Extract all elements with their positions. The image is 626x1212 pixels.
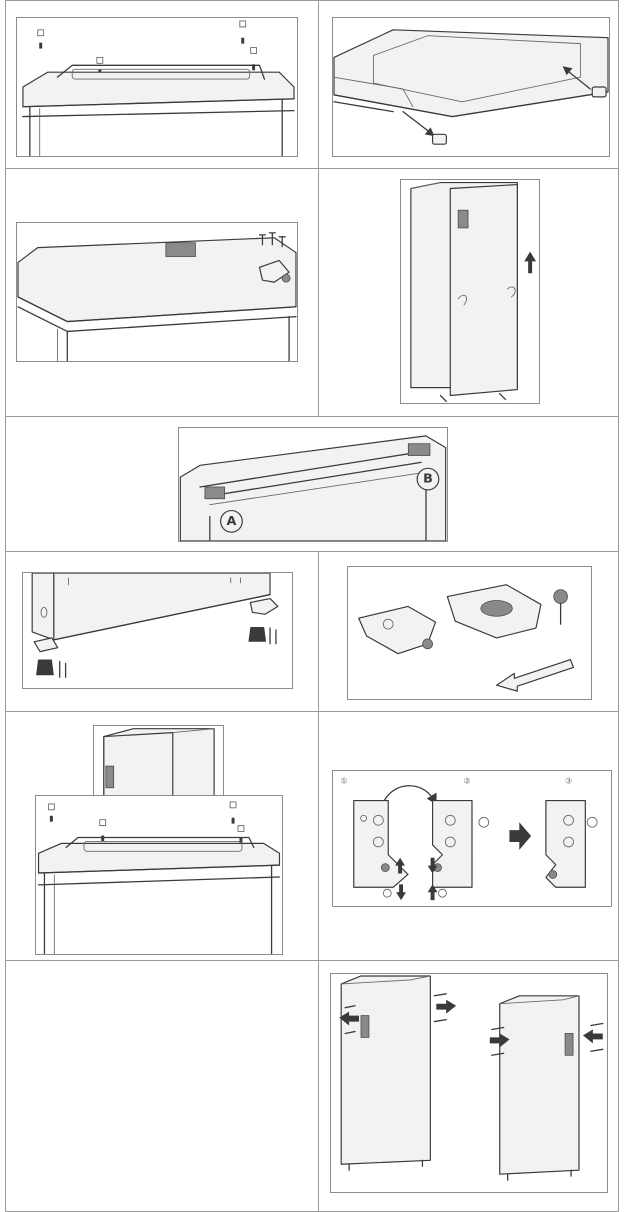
step-6-remove-bottom-hinge-and-foot bbox=[22, 572, 293, 689]
sub-step-1-label: ① bbox=[340, 776, 347, 785]
hole-cover-b bbox=[407, 443, 431, 456]
step-9-reassemble-hinge: ① ② ③ bbox=[332, 770, 612, 907]
screw-icon bbox=[237, 825, 245, 844]
adjustable-foot bbox=[248, 627, 267, 642]
door-handle bbox=[105, 765, 115, 789]
hole-cover-a bbox=[204, 486, 225, 500]
hole-cover-cap bbox=[431, 133, 447, 145]
hole-cover-cap bbox=[591, 86, 607, 98]
arrow-icon bbox=[402, 111, 435, 137]
step-1-remove-top-cover-screws bbox=[16, 17, 298, 157]
svg-text:A: A bbox=[226, 514, 236, 529]
step-10-refit-top-cover-screws bbox=[35, 795, 283, 955]
arrow-left-icon bbox=[582, 1029, 603, 1044]
step-2-slide-off-top-cover bbox=[332, 17, 610, 157]
hinge-piece-3 bbox=[545, 799, 586, 888]
top-hinge-plate bbox=[165, 242, 196, 257]
screw-icon bbox=[258, 232, 286, 248]
door-handle bbox=[457, 209, 469, 229]
adjustable-foot bbox=[36, 659, 54, 676]
bottom-hinge bbox=[249, 597, 279, 615]
sub-step-3-label: ③ bbox=[565, 776, 572, 785]
fridge-after bbox=[499, 995, 580, 1175]
screw-icon bbox=[229, 801, 237, 824]
arrow-right-icon bbox=[436, 999, 457, 1014]
hinge-piece-1 bbox=[353, 799, 409, 888]
step-3-remove-top-hinge bbox=[16, 222, 298, 362]
label-a: A bbox=[220, 509, 243, 533]
column-divider bbox=[318, 551, 319, 1212]
arrow-down-icon bbox=[396, 884, 406, 901]
svg-text:B: B bbox=[423, 472, 433, 487]
step-4-lift-off-door bbox=[400, 179, 540, 404]
row-divider bbox=[5, 711, 619, 712]
door-handle bbox=[564, 1033, 574, 1056]
row-divider bbox=[5, 960, 619, 961]
sub-step-2-label: ② bbox=[464, 776, 471, 785]
top-hinge bbox=[258, 259, 290, 283]
arrow-left-icon bbox=[339, 1011, 360, 1026]
curved-arrow-icon bbox=[382, 785, 437, 805]
arrow-up-icon bbox=[524, 251, 537, 274]
arrow-icon bbox=[562, 66, 591, 90]
column-divider bbox=[318, 0, 319, 416]
fridge-before bbox=[340, 975, 431, 1165]
row-divider bbox=[5, 168, 619, 169]
step-5-swap-hinge-hole-covers: A B bbox=[178, 427, 448, 542]
door-handle bbox=[360, 1015, 370, 1038]
label-b: B bbox=[416, 467, 440, 491]
screw-icon bbox=[47, 803, 55, 822]
arrow-right-icon bbox=[509, 822, 532, 850]
step-11-move-handle bbox=[330, 973, 608, 1193]
hinge-piece-2 bbox=[431, 799, 473, 888]
arrow-right-icon bbox=[489, 1033, 510, 1048]
row-divider bbox=[5, 416, 619, 417]
hinge-plate bbox=[33, 637, 59, 653]
step-7-move-bottom-hinge bbox=[347, 566, 592, 700]
screw-icon bbox=[239, 20, 247, 44]
arrow-icon bbox=[495, 659, 575, 692]
screw-icon bbox=[250, 47, 258, 71]
screw-icon bbox=[99, 819, 107, 842]
screw-icon bbox=[37, 29, 45, 49]
fridge-door bbox=[449, 183, 518, 397]
row-divider bbox=[5, 551, 619, 552]
